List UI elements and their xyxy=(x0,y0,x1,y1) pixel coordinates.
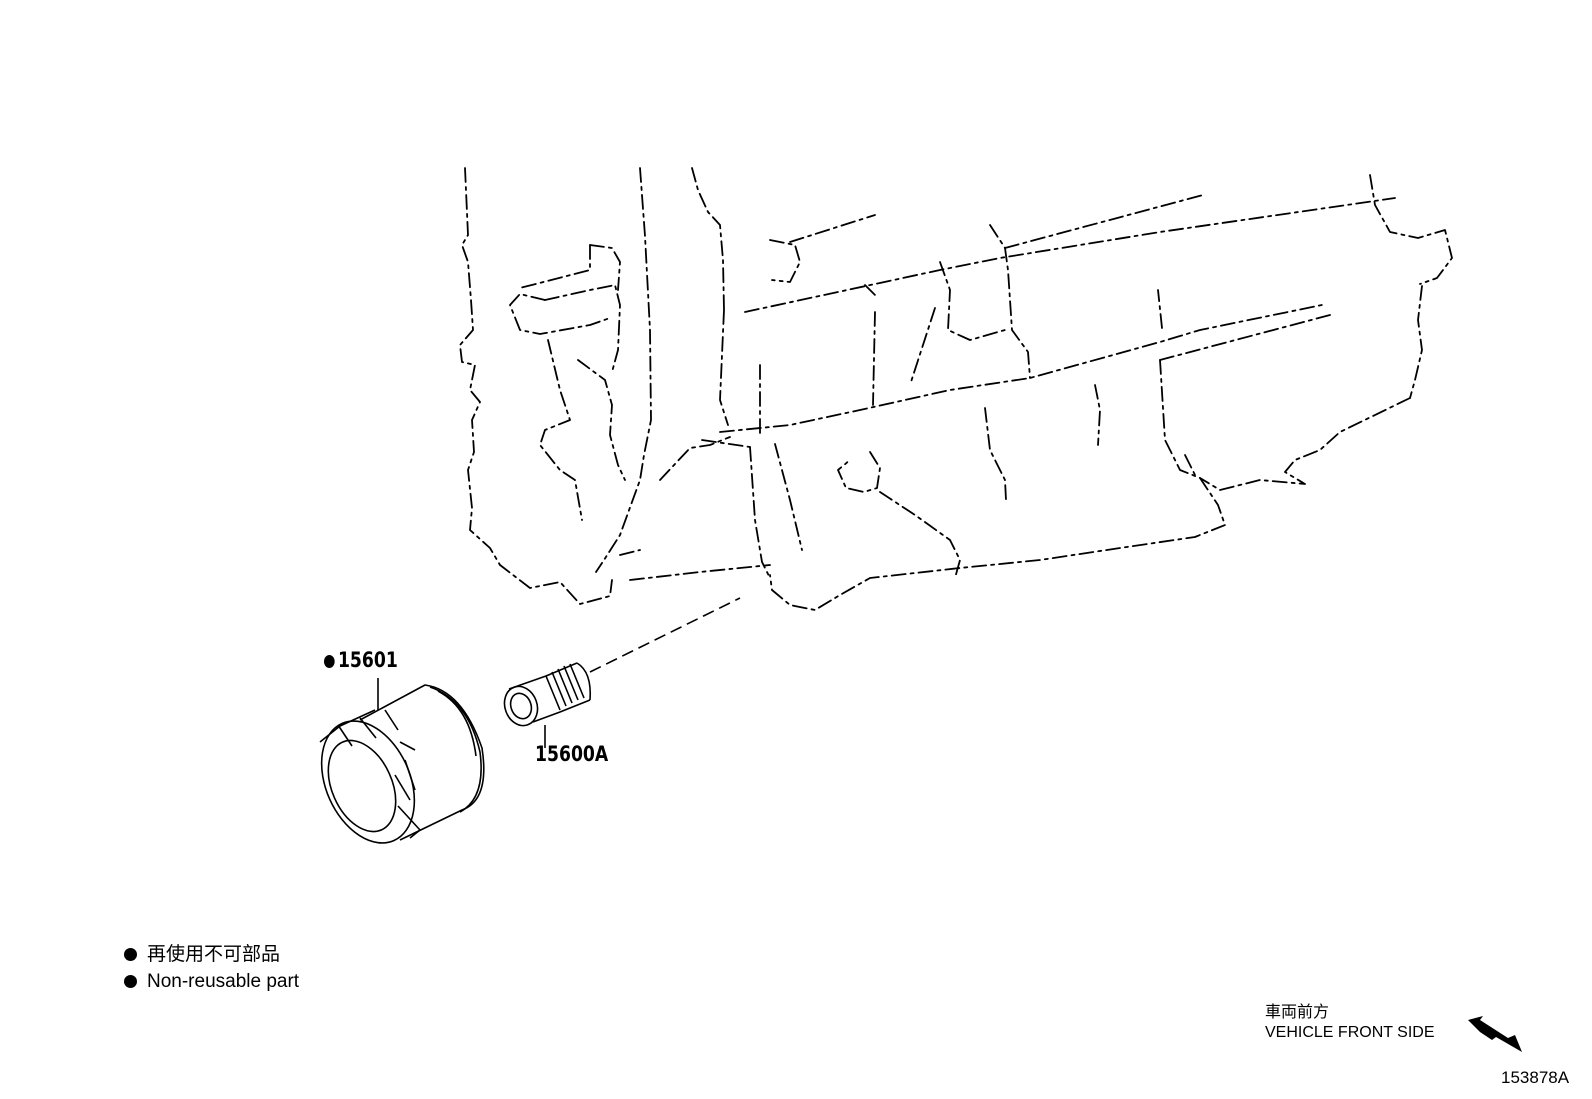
part-label-15601: 15601 xyxy=(324,648,398,672)
part-label-15600A: 15600A xyxy=(535,742,609,766)
legend: 再使用不可部品 Non-reusable part xyxy=(124,944,299,993)
leader-lines xyxy=(377,597,741,710)
vehicle-front-label: 車両前方 VEHICLE FRONT SIDE xyxy=(1265,1004,1435,1041)
oil-filter-drawing xyxy=(319,684,485,844)
legend-row-jp: 再使用不可部品 xyxy=(124,944,299,966)
legend-dot-icon xyxy=(124,975,137,988)
non-reusable-dot-icon xyxy=(324,655,335,668)
front-direction-arrow xyxy=(1468,1016,1522,1052)
union-bolt-drawing xyxy=(503,662,592,748)
legend-dot-icon xyxy=(124,948,137,961)
illustration-code: 153878A xyxy=(1501,1068,1570,1087)
legend-row-en: Non-reusable part xyxy=(124,971,299,993)
engine-block-phantom xyxy=(459,167,1453,611)
